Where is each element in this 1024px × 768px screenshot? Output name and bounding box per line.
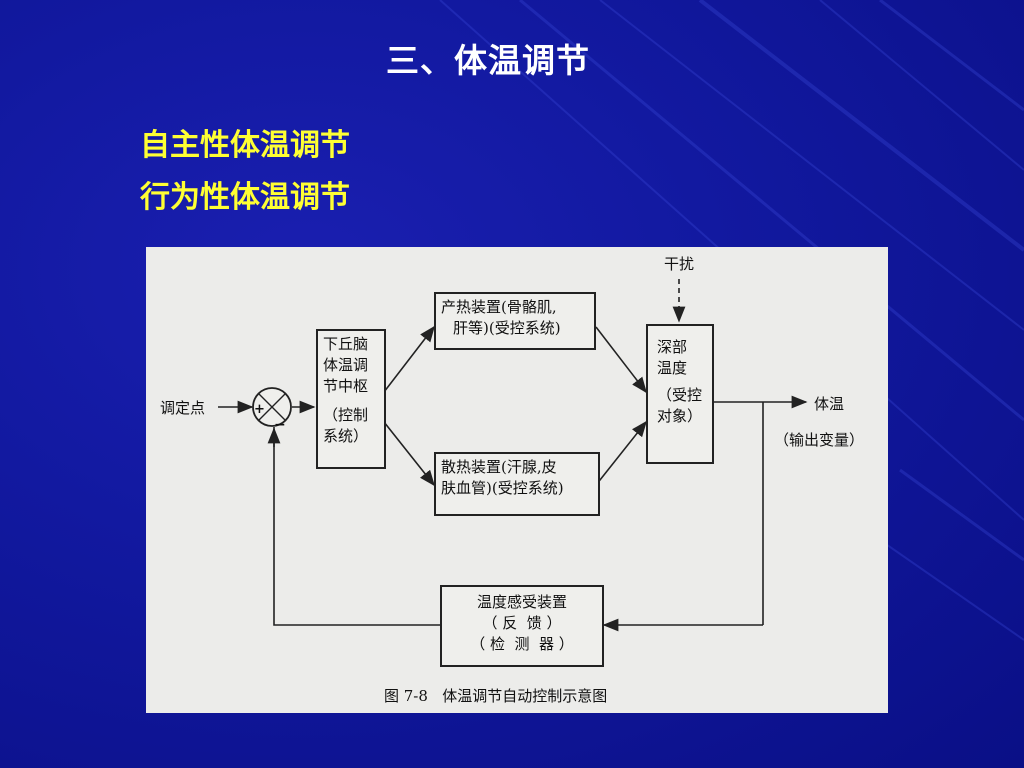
heat-production-line: 产热装置(骨骼肌, — [441, 298, 557, 316]
heat-dissipation-line: 散热装置(汗腺,皮 — [441, 458, 557, 476]
heat-dissipation-box: 散热装置(汗腺,皮 肤血管)(受控系统) — [434, 452, 600, 516]
arrow-controller-to-dissipation — [383, 421, 435, 487]
comparator-minus: − — [274, 417, 286, 433]
diagram-connectors: + − — [218, 279, 808, 632]
output-note: （输出变量） — [774, 431, 865, 449]
heat-production-box: 产热装置(骨骼肌, 肝等)(受控系统) — [434, 292, 596, 350]
plant-line: 深部 — [657, 338, 688, 356]
comparator-icon — [252, 387, 292, 427]
arrow-controller-to-production — [383, 325, 435, 393]
controller-line: 系统） — [323, 427, 369, 445]
bullet-behavioral: 行为性体温调节 — [140, 180, 350, 215]
feedback-box: 温度感受装置 （ 反 馈 ） （ 检 测 器 ） — [440, 585, 604, 667]
figure-caption: 图 7-8 体温调节自动控制示意图 — [384, 687, 608, 705]
comparator-plus: + — [254, 402, 265, 417]
plant-line: 对象） — [657, 407, 703, 425]
controller-line: 下丘脑 — [323, 335, 369, 353]
set-point-label: 调定点 — [160, 399, 206, 417]
feedback-line: （ 检 测 器 ） — [470, 635, 574, 653]
disturbance-label: 干扰 — [664, 255, 695, 273]
thermoregulation-diagram: + − 调定点 下丘脑 体温调 节中枢 （控制 系统） 产热装置(骨骼肌, 肝等… — [146, 247, 888, 713]
controller-line: 节中枢 — [323, 377, 369, 395]
bullet-autonomic: 自主性体温调节 — [140, 128, 350, 163]
heat-production-line: 肝等)(受控系统) — [453, 319, 561, 337]
controller-line: 体温调 — [323, 356, 369, 374]
output-label: 体温 — [814, 395, 845, 413]
plant-box: 深部 温度 （受控 对象） — [646, 324, 714, 464]
controller-box: 下丘脑 体温调 节中枢 （控制 系统） — [316, 329, 386, 469]
feedback-line: （ 反 馈 ） — [482, 614, 562, 632]
arrow-dissipation-to-plant — [595, 420, 647, 486]
plant-line: 温度 — [657, 359, 688, 377]
arrow-production-to-plant — [595, 326, 647, 394]
slide-title: 三、体温调节 — [386, 41, 590, 80]
heat-dissipation-line: 肤血管)(受控系统) — [441, 479, 564, 497]
feedback-line: 温度感受装置 — [476, 593, 567, 611]
feedback-line-back — [273, 427, 440, 626]
plant-line: （受控 — [657, 386, 703, 404]
controller-line: （控制 — [323, 406, 369, 424]
